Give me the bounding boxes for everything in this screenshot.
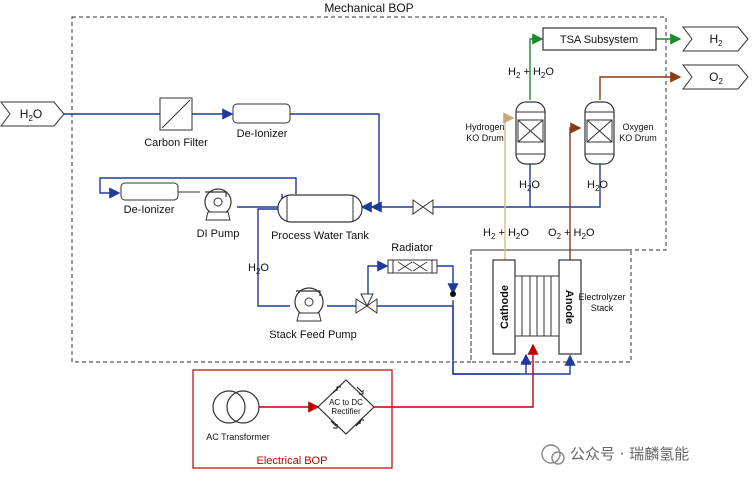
o2-h2o-riser	[569, 122, 582, 260]
h2-h2o-lower-label: H2 + H2O	[483, 227, 529, 241]
hydrogen-ko-drum: Hydrogen KO Drum	[465, 101, 546, 165]
h2-output-stream: H2	[682, 26, 749, 52]
water-lines	[64, 108, 601, 375]
h2-h2o-top-label: H2 + H2O	[508, 66, 554, 80]
oxygen-ko-drum: Oxygen KO Drum	[584, 101, 657, 165]
svg-text:O2: O2	[709, 70, 723, 86]
stack-feed-pump-label: Stack Feed Pump	[269, 329, 356, 341]
deionizer-top: De-Ionizer	[232, 103, 291, 140]
return-valve	[412, 199, 434, 215]
oxygen-drum-label-1: Oxygen	[622, 122, 653, 132]
h2o-feed-label: H2O	[248, 262, 269, 276]
carbon-filter-label: Carbon Filter	[144, 137, 208, 149]
svg-text:H2: H2	[709, 32, 723, 48]
h2o-hydrogen-drum-label: H2O	[519, 179, 540, 193]
watermark: 公众号 · 瑞麟氢能	[541, 444, 689, 465]
oxygen-drum-label-2: KO Drum	[619, 133, 657, 143]
ac-transformer: AC Transformer	[206, 390, 270, 442]
carbon-filter: Carbon Filter	[144, 97, 208, 149]
inlet-h2o-stream: H2O	[0, 101, 65, 127]
ac-dc-rectifier: AC to DC Rectifier	[317, 379, 375, 435]
deionizer-left-label: De-Ionizer	[124, 204, 175, 216]
stack-boundary	[470, 249, 632, 363]
tsa-subsystem: TSA Subsystem	[542, 27, 657, 51]
h2-to-tsa-line	[529, 33, 544, 100]
svg-text:H2O: H2O	[20, 107, 42, 123]
o2-output-stream: O2	[682, 64, 749, 90]
hydrogen-drum-label-1: Hydrogen	[465, 122, 504, 132]
three-way-valve	[355, 293, 378, 314]
hydrogen-drum-label-2: KO Drum	[466, 133, 504, 143]
di-pump-label: DI Pump	[197, 228, 240, 240]
electrical-bop-title: Electrical BOP	[257, 455, 328, 467]
process-water-tank: Process Water Tank	[271, 194, 369, 242]
mechanical-bop-title: Mechanical BOP	[324, 1, 413, 15]
deionizer-top-label: De-Ionizer	[237, 128, 288, 140]
deionizer-left: De-Ionizer	[120, 182, 179, 216]
di-pump: DI Pump	[197, 188, 240, 240]
stack-label-2: Stack	[591, 303, 614, 313]
stack-feed-pump: Stack Feed Pump	[269, 287, 357, 341]
process-water-tank-label: Process Water Tank	[271, 230, 369, 242]
radiator: Radiator	[387, 242, 438, 274]
h2o-oxygen-drum-label: H2O	[587, 179, 608, 193]
watermark-text: 公众号 · 瑞麟氢能	[570, 445, 689, 463]
cathode-label: Cathode	[499, 285, 511, 329]
electrolyzer-stack: Cathode Anode Electrolyzer Stack	[492, 259, 626, 355]
stack-label-1: Electrolyzer	[578, 292, 625, 302]
o2-h2o-lower-label: O2 + H2O	[548, 227, 595, 241]
radiator-label: Radiator	[391, 242, 433, 254]
electrical-bop-boundary	[192, 369, 393, 469]
dc-power-line	[374, 343, 539, 408]
junction-dot	[450, 291, 456, 297]
tsa-subsystem-label: TSA Subsystem	[560, 34, 638, 46]
o2-out-line	[599, 71, 682, 100]
rectifier-label-2: Rectifier	[331, 407, 361, 416]
ac-transformer-label: AC Transformer	[206, 432, 270, 442]
rectifier-label-1: AC to DC	[329, 398, 363, 407]
anode-label: Anode	[563, 290, 575, 324]
